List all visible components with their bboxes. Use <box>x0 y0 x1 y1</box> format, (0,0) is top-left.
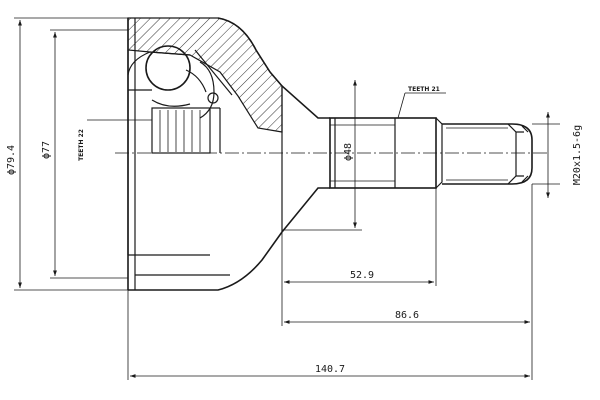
ball-and-cage <box>145 45 233 119</box>
threaded-end <box>442 123 533 185</box>
teeth-outer-label: TEETH 21 <box>408 86 440 93</box>
teeth-outer-callout: TEETH 21 <box>397 86 446 119</box>
dim-thread-spec: M20x1.5-6g <box>572 125 583 185</box>
neck-outline <box>269 71 330 233</box>
dim-length-mid: 86.6 <box>395 310 419 321</box>
dim-outer-diameter-1: ϕ79.4 <box>6 145 17 175</box>
teeth-inner-label: TEETH 22 <box>78 129 85 161</box>
length-dims: 52.9 86.6 140.7 <box>127 184 533 380</box>
thread-dim: M20x1.5-6g <box>532 112 583 198</box>
housing-outline <box>127 17 283 291</box>
dim-length-total: 140.7 <box>315 364 345 375</box>
shaft-diameter-dim: ϕ48 <box>282 80 362 231</box>
dim-outer-diameter-2: ϕ77 <box>41 141 52 159</box>
dim-shaft-diameter: ϕ48 <box>343 143 354 161</box>
inner-race-spline <box>151 107 221 154</box>
dim-length-short: 52.9 <box>350 270 374 281</box>
diameter-dims-left: ϕ79.4 ϕ77 <box>6 17 128 291</box>
